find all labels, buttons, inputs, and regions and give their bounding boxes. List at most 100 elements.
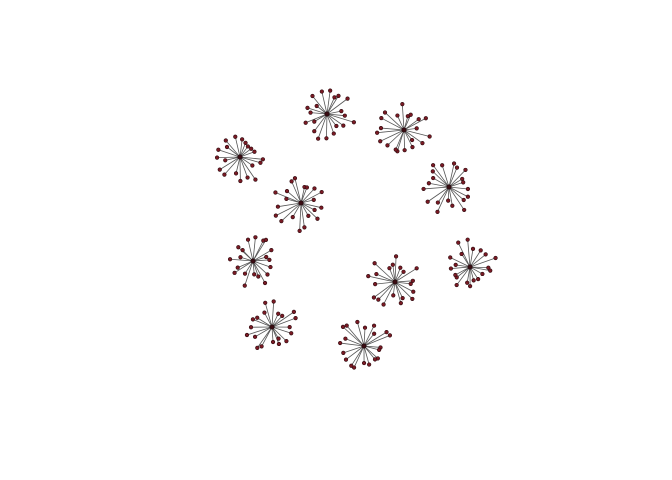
graph-node-leaf [460, 176, 465, 182]
graph-edge [326, 113, 344, 126]
graph-edge [448, 163, 455, 188]
graph-edge [403, 129, 406, 151]
graph-edge [300, 186, 305, 204]
graph-edge [356, 321, 365, 347]
graph-node-leaf [398, 301, 403, 306]
graph-edge [239, 156, 248, 178]
graph-edge [281, 202, 302, 222]
graph-edge [423, 186, 450, 190]
graph-node-leaf [372, 331, 377, 336]
graph-edge [456, 266, 471, 286]
graph-node-leaf [371, 295, 377, 300]
graph-edge [455, 266, 471, 276]
graph-edge [300, 191, 322, 204]
graph-edge [437, 186, 450, 213]
graph-edge [239, 156, 256, 180]
graph-edge [374, 262, 396, 283]
graph-edge [252, 260, 268, 275]
graph-edge [326, 113, 345, 117]
graph-node-leaf [319, 189, 324, 195]
graph-edge [326, 113, 328, 139]
graph-edge [394, 281, 414, 293]
graph-node-leaf [260, 157, 266, 162]
graph-node-leaf [448, 255, 453, 260]
graph-edge [363, 345, 376, 360]
graph-node-leaf [343, 357, 349, 362]
graph-node-leaf [351, 120, 356, 125]
graph-node-leaf [465, 237, 470, 242]
graph-edge [299, 202, 302, 231]
graph-node-leaf [305, 105, 310, 111]
graph-node-leaf [478, 248, 483, 253]
graph-node-leaf [456, 240, 461, 245]
graph-node-leaf [341, 350, 346, 356]
graph-node-leaf [416, 117, 421, 122]
graph-node-leaf [250, 163, 255, 168]
graph-edge [271, 326, 280, 345]
graph-node-leaf [249, 146, 254, 151]
graph-edge [403, 129, 413, 148]
graph-edge [326, 95, 339, 115]
graph-node-leaf [480, 271, 485, 277]
graph-edge [363, 334, 391, 347]
graph-edge [239, 156, 261, 164]
graph-node-leaf [427, 134, 432, 139]
graph-node-hub [467, 264, 473, 270]
graph-edge [261, 326, 273, 347]
graph-edge [381, 117, 405, 131]
graph-node-leaf [284, 339, 289, 344]
graph-edge [448, 169, 466, 188]
graph-edge [252, 239, 267, 262]
graph-node-leaf [426, 181, 431, 186]
graph-edge [469, 248, 474, 268]
graph-node-leaf [216, 147, 221, 152]
graph-edge [432, 164, 450, 188]
graph-node-leaf [284, 188, 290, 194]
graph-node-leaf [339, 109, 344, 114]
graph-node-leaf [453, 272, 458, 278]
graph-edge [394, 256, 397, 283]
graph-node-leaf [242, 283, 247, 288]
graph-node-leaf [338, 340, 343, 346]
graph-node-hub [298, 200, 304, 206]
graph-node-hub [324, 111, 330, 117]
graph-node-leaf [431, 163, 436, 168]
graph-node-leaf [306, 213, 311, 218]
graph-edge [403, 129, 430, 137]
graph-edge [448, 186, 464, 201]
graph-node-leaf [400, 296, 405, 301]
graph-node-leaf [430, 169, 435, 174]
graph-node-leaf [431, 175, 436, 181]
graph-node-hub [237, 154, 243, 160]
graph-edge [300, 188, 315, 204]
graph-node-leaf [227, 257, 233, 262]
graph-node-leaf [410, 145, 415, 150]
graph-node-leaf [465, 194, 471, 199]
graph-node-leaf [486, 265, 491, 270]
graph-edge [252, 260, 259, 277]
graph-edge [307, 107, 328, 115]
graph-edge [275, 202, 302, 216]
graph-node-leaf [250, 317, 256, 322]
graph-node-leaf [245, 237, 251, 242]
graph-edge [326, 113, 355, 123]
graph-node-leaf [268, 264, 273, 270]
graph-node-leaf [420, 141, 425, 146]
graph-node-leaf [252, 149, 257, 154]
graph-edge [225, 140, 241, 158]
graph-node-leaf [273, 190, 278, 195]
graph-node-leaf [319, 89, 324, 94]
graph-edge [448, 186, 453, 206]
graph-edge [448, 186, 468, 190]
graph-node-leaf [267, 257, 272, 263]
graph-node-leaf [275, 204, 281, 209]
graph-node-leaf [378, 125, 384, 131]
graph-node-leaf [336, 93, 341, 98]
graph-node-leaf [461, 180, 466, 185]
graph-node-leaf [304, 185, 310, 190]
graph-node-leaf [310, 93, 315, 99]
node-layer [214, 88, 498, 370]
graph-edge [363, 325, 375, 347]
graph-node-leaf [214, 155, 220, 160]
graph-edge [384, 112, 405, 131]
